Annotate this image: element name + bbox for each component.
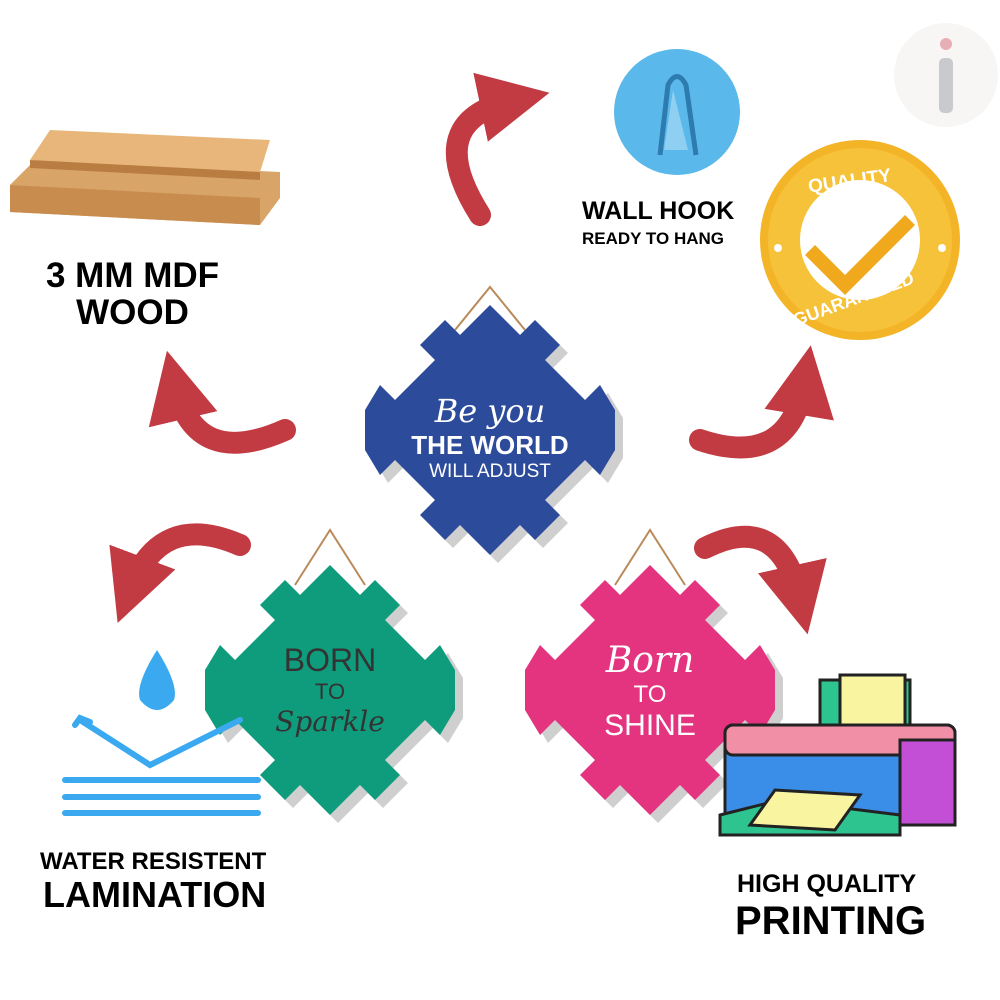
product-text-line: TO [633, 681, 667, 708]
wood-label-line1: 3 MM MDF [45, 256, 220, 295]
product-text-line: THE WORLD [411, 430, 569, 460]
wood-label-line2: WOOD [76, 292, 189, 332]
product-text-line: SHINE [604, 709, 696, 742]
quality-badge [760, 140, 960, 340]
lamination-sublabel: LAMINATION [43, 874, 267, 915]
printing-sublabel: PRINTING [735, 899, 927, 943]
product-blue-text: Be you THE WORLD WILL ADJUST [400, 392, 580, 483]
hook-sublabel: READY TO HANG [582, 229, 725, 248]
product-text-line: Born [605, 640, 695, 681]
wall-hook-icon [614, 49, 740, 175]
hook-label: WALL HOOK [582, 197, 735, 225]
flow-arrows [109, 72, 834, 635]
arrow-icon [148, 350, 296, 454]
printer-icon [718, 673, 957, 837]
product-pink-text: Born TO SHINE [570, 640, 730, 743]
water-drop-icon [139, 650, 175, 710]
wood-label: 3 MM MDF WOOD [35, 256, 230, 332]
product-text-line: TO [314, 679, 346, 704]
lamination-label: WATER RESISTENT [40, 848, 267, 875]
brand-logo [894, 23, 998, 127]
product-text-line: Be you [434, 392, 546, 430]
arrow-icon [445, 72, 550, 226]
product-text-line: Sparkle [275, 705, 385, 738]
wood-planks-icon [10, 130, 280, 225]
product-text-line: WILL ADJUST [429, 461, 551, 482]
product-text-line: BORN [283, 642, 377, 678]
hanging-strings [294, 285, 686, 586]
water-resistant-icon [62, 650, 261, 816]
arrow-icon [109, 523, 251, 623]
product-green-text: BORN TO Sparkle [250, 642, 410, 738]
printing-label: HIGH QUALITY [737, 870, 917, 898]
arrow-icon [694, 525, 827, 635]
checkmark-icon [805, 215, 915, 295]
arrow-icon [689, 345, 834, 459]
